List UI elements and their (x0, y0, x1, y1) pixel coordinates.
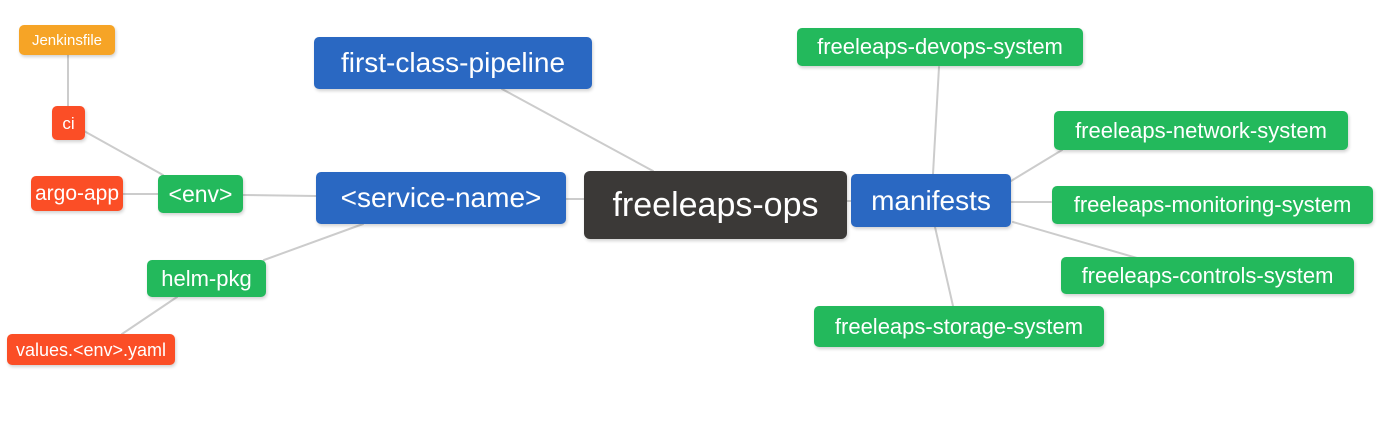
edge-helm-pkg-values-yaml (121, 296, 178, 335)
node-freeleaps-controls-system[interactable]: freeleaps-controls-system (1061, 257, 1354, 294)
node-first-class-pipeline[interactable]: first-class-pipeline (314, 37, 592, 89)
edge-manifests-storage-system (934, 226, 954, 307)
edge-ci-env (83, 130, 164, 176)
node-freeleaps-network-system[interactable]: freeleaps-network-system (1054, 111, 1348, 150)
edge-first-class-pipeline-freeleaps-ops (501, 88, 654, 172)
node-jenkinsfile[interactable]: Jenkinsfile (19, 25, 115, 55)
node-helm-pkg[interactable]: helm-pkg (147, 260, 266, 297)
node-freeleaps-storage-system[interactable]: freeleaps-storage-system (814, 306, 1104, 347)
node-freeleaps-ops-root[interactable]: freeleaps-ops (584, 171, 847, 239)
node-ci[interactable]: ci (52, 106, 85, 140)
edge-env-service-name (242, 194, 317, 197)
node-argo-app[interactable]: argo-app (31, 176, 123, 211)
node-freeleaps-monitoring-system[interactable]: freeleaps-monitoring-system (1052, 186, 1373, 224)
edge-service-name-helm-pkg (263, 223, 364, 261)
node-manifests[interactable]: manifests (851, 174, 1011, 227)
node-freeleaps-devops-system[interactable]: freeleaps-devops-system (797, 28, 1083, 66)
node-env[interactable]: <env> (158, 175, 243, 213)
edge-manifests-controls-system (1012, 221, 1138, 259)
node-values-env-yaml[interactable]: values.<env>.yaml (7, 334, 175, 365)
edge-manifests-devops-system (932, 66, 940, 175)
node-service-name[interactable]: <service-name> (316, 172, 566, 224)
edge-manifests-network-system (1010, 149, 1063, 182)
